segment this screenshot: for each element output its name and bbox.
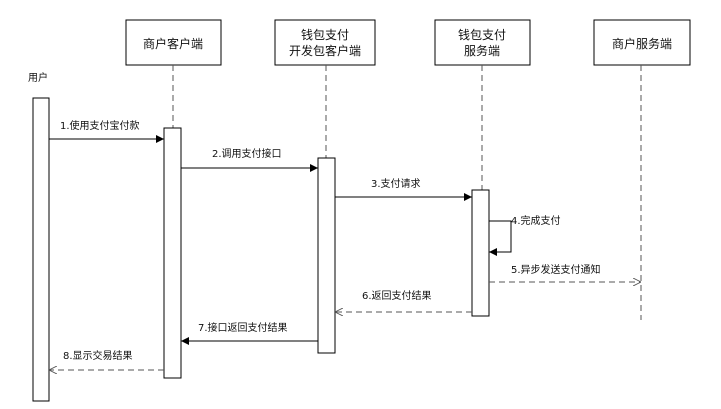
participant-label-line1: 钱包支付 (458, 27, 506, 42)
message-7: 7.接口返回支付结果 (181, 321, 318, 345)
message-label: 2.调用支付接口 (212, 147, 282, 160)
message-2: 2.调用支付接口 (181, 147, 318, 172)
participant-merchant-server: 商户服务端 (593, 19, 691, 66)
participant-box (593, 19, 691, 66)
activation-wallet-sdk (317, 157, 336, 354)
activation-user (32, 97, 50, 402)
message-label: 7.接口返回支付结果 (198, 321, 288, 334)
message-label: 1.使用支付宝付款 (60, 119, 140, 132)
message-3: 3.支付请求 (335, 177, 472, 201)
participant-label: 商户客户端 (143, 36, 203, 51)
message-6: 6.返回支付结果 (335, 289, 472, 312)
message-label: 5.异步发送支付通知 (511, 263, 601, 276)
participant-box (274, 19, 376, 66)
activation-merchant-client (163, 127, 182, 379)
message-arrow (489, 220, 512, 256)
message-8: 8.显示交易结果 (49, 349, 164, 370)
actor-user-label: 用户 (28, 71, 48, 84)
participant-label: 商户服务端 (612, 36, 672, 51)
participant-box (434, 19, 531, 66)
message-label: 8.显示交易结果 (63, 349, 133, 362)
participant-wallet-server: 钱包支付 服务端 (434, 19, 531, 66)
message-1: 1.使用支付宝付款 (49, 119, 164, 143)
participant-box (125, 19, 222, 66)
message-4: 4.完成支付 (489, 214, 561, 256)
participant-label-line1: 钱包支付 (301, 27, 349, 42)
message-label: 4.完成支付 (511, 214, 561, 227)
message-5: 5.异步发送支付通知 (489, 263, 641, 282)
message-label: 3.支付请求 (371, 177, 421, 190)
participant-wallet-sdk: 钱包支付 开发包客户端 (274, 19, 376, 66)
participant-label-line2: 开发包客户端 (289, 43, 361, 58)
participant-merchant-client: 商户客户端 (125, 19, 222, 66)
activation-wallet-server (471, 189, 490, 317)
participant-label-line2: 服务端 (464, 43, 500, 58)
message-label: 6.返回支付结果 (362, 289, 432, 302)
